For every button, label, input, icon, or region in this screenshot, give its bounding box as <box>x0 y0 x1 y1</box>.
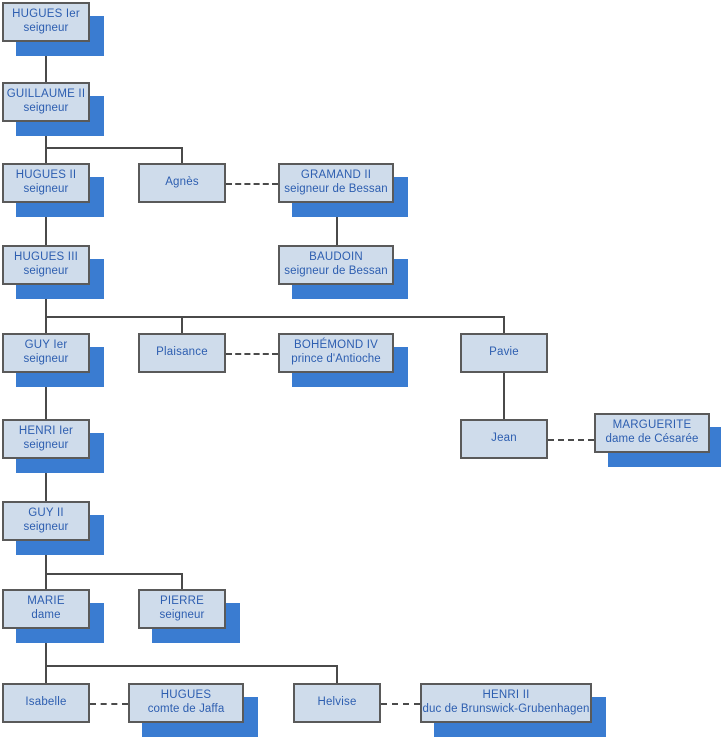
connector-marie-down <box>45 629 47 665</box>
node-title: HENRI Ier <box>18 425 74 438</box>
node-subtitle: seigneur de Bessan <box>284 265 388 277</box>
node-subtitle: seigneur <box>23 521 69 533</box>
node-subtitle: comte de Jaffa <box>147 703 225 715</box>
node-subtitle: dame <box>31 609 61 621</box>
connector-bus1-to-hugues2 <box>45 147 47 163</box>
node-title: GRAMAND II <box>300 169 372 182</box>
node-title: BOHÉMOND IV <box>294 339 378 352</box>
connector-pavie-to-jean <box>503 373 505 419</box>
connector-bus-guillaume2-children <box>45 147 183 149</box>
node-subtitle: seigneur <box>23 265 69 277</box>
node-title: Isabelle <box>25 696 67 709</box>
node-title: BAUDOIN <box>309 251 363 264</box>
node-title: Pavie <box>489 346 519 359</box>
node-isabelle[interactable]: Isabelle <box>2 683 90 723</box>
connector-hugues1-to-guillaume2 <box>45 42 47 82</box>
node-subtitle: prince d'Antioche <box>291 353 381 365</box>
node-plaisance[interactable]: Plaisance <box>138 333 226 373</box>
node-title: HUGUES III <box>14 251 78 264</box>
connector-guy1-to-henri1 <box>45 373 47 419</box>
node-subtitle: seigneur <box>23 183 69 195</box>
connector-bus-hugues3-children <box>45 316 505 318</box>
connector-bus2-to-plaisance <box>181 316 183 333</box>
marriage-line-jean-marguerite <box>548 439 594 441</box>
node-subtitle: dame de Césarée <box>605 433 699 445</box>
node-title: MARIE <box>27 595 65 608</box>
node-title: GUILLAUME II <box>6 88 86 101</box>
node-subtitle: seigneur <box>159 609 205 621</box>
node-title: PIERRE <box>159 595 205 608</box>
node-title: MARGUERITE <box>612 419 692 432</box>
connector-bus1-to-agnes <box>181 147 183 163</box>
node-subtitle: seigneur <box>23 102 69 114</box>
connector-bus4-to-isabelle <box>45 665 47 683</box>
node-subtitle: seigneur <box>23 22 69 34</box>
connector-bus-marie-children <box>45 665 338 667</box>
node-title: Helvise <box>317 696 357 709</box>
node-pavie[interactable]: Pavie <box>460 333 548 373</box>
node-title: GUY Ier <box>24 339 68 352</box>
marriage-line-agnes-gramand2 <box>226 183 278 185</box>
node-title: Agnès <box>165 176 199 189</box>
marriage-line-helvise-henri2 <box>381 703 420 705</box>
connector-gramand2-to-baudoin <box>336 203 338 245</box>
connector-bus3-to-pierre <box>181 573 183 589</box>
connector-henri1-to-guy2 <box>45 459 47 501</box>
connector-hugues3-down <box>45 285 47 316</box>
node-agnes[interactable]: Agnès <box>138 163 226 203</box>
connector-hugues2-to-hugues3 <box>45 203 47 245</box>
node-subtitle: seigneur <box>23 353 69 365</box>
node-subtitle: seigneur de Bessan <box>284 183 388 195</box>
node-title: HUGUES II <box>15 169 77 182</box>
marriage-line-plaisance-bohemond4 <box>226 353 278 355</box>
node-subtitle: duc de Brunswick-Grubenhagen <box>422 703 590 715</box>
connector-bus2-to-pavie <box>503 316 505 333</box>
node-jean[interactable]: Jean <box>460 419 548 459</box>
node-helvise[interactable]: Helvise <box>293 683 381 723</box>
node-title: HUGUES <box>160 689 212 702</box>
node-subtitle: seigneur <box>23 439 69 451</box>
connector-guy2-down <box>45 541 47 573</box>
connector-bus-guy2-children <box>45 573 183 575</box>
marriage-line-isabelle-hugues <box>90 703 128 705</box>
node-title: HENRI II <box>482 689 530 702</box>
node-title: Plaisance <box>156 346 208 359</box>
connector-bus2-to-guy1 <box>45 316 47 333</box>
connector-bus4-to-helvise <box>336 665 338 683</box>
node-title: GUY II <box>28 507 64 520</box>
node-title: Jean <box>491 432 517 445</box>
node-title: HUGUES Ier <box>12 8 80 21</box>
connector-bus3-to-marie <box>45 573 47 589</box>
